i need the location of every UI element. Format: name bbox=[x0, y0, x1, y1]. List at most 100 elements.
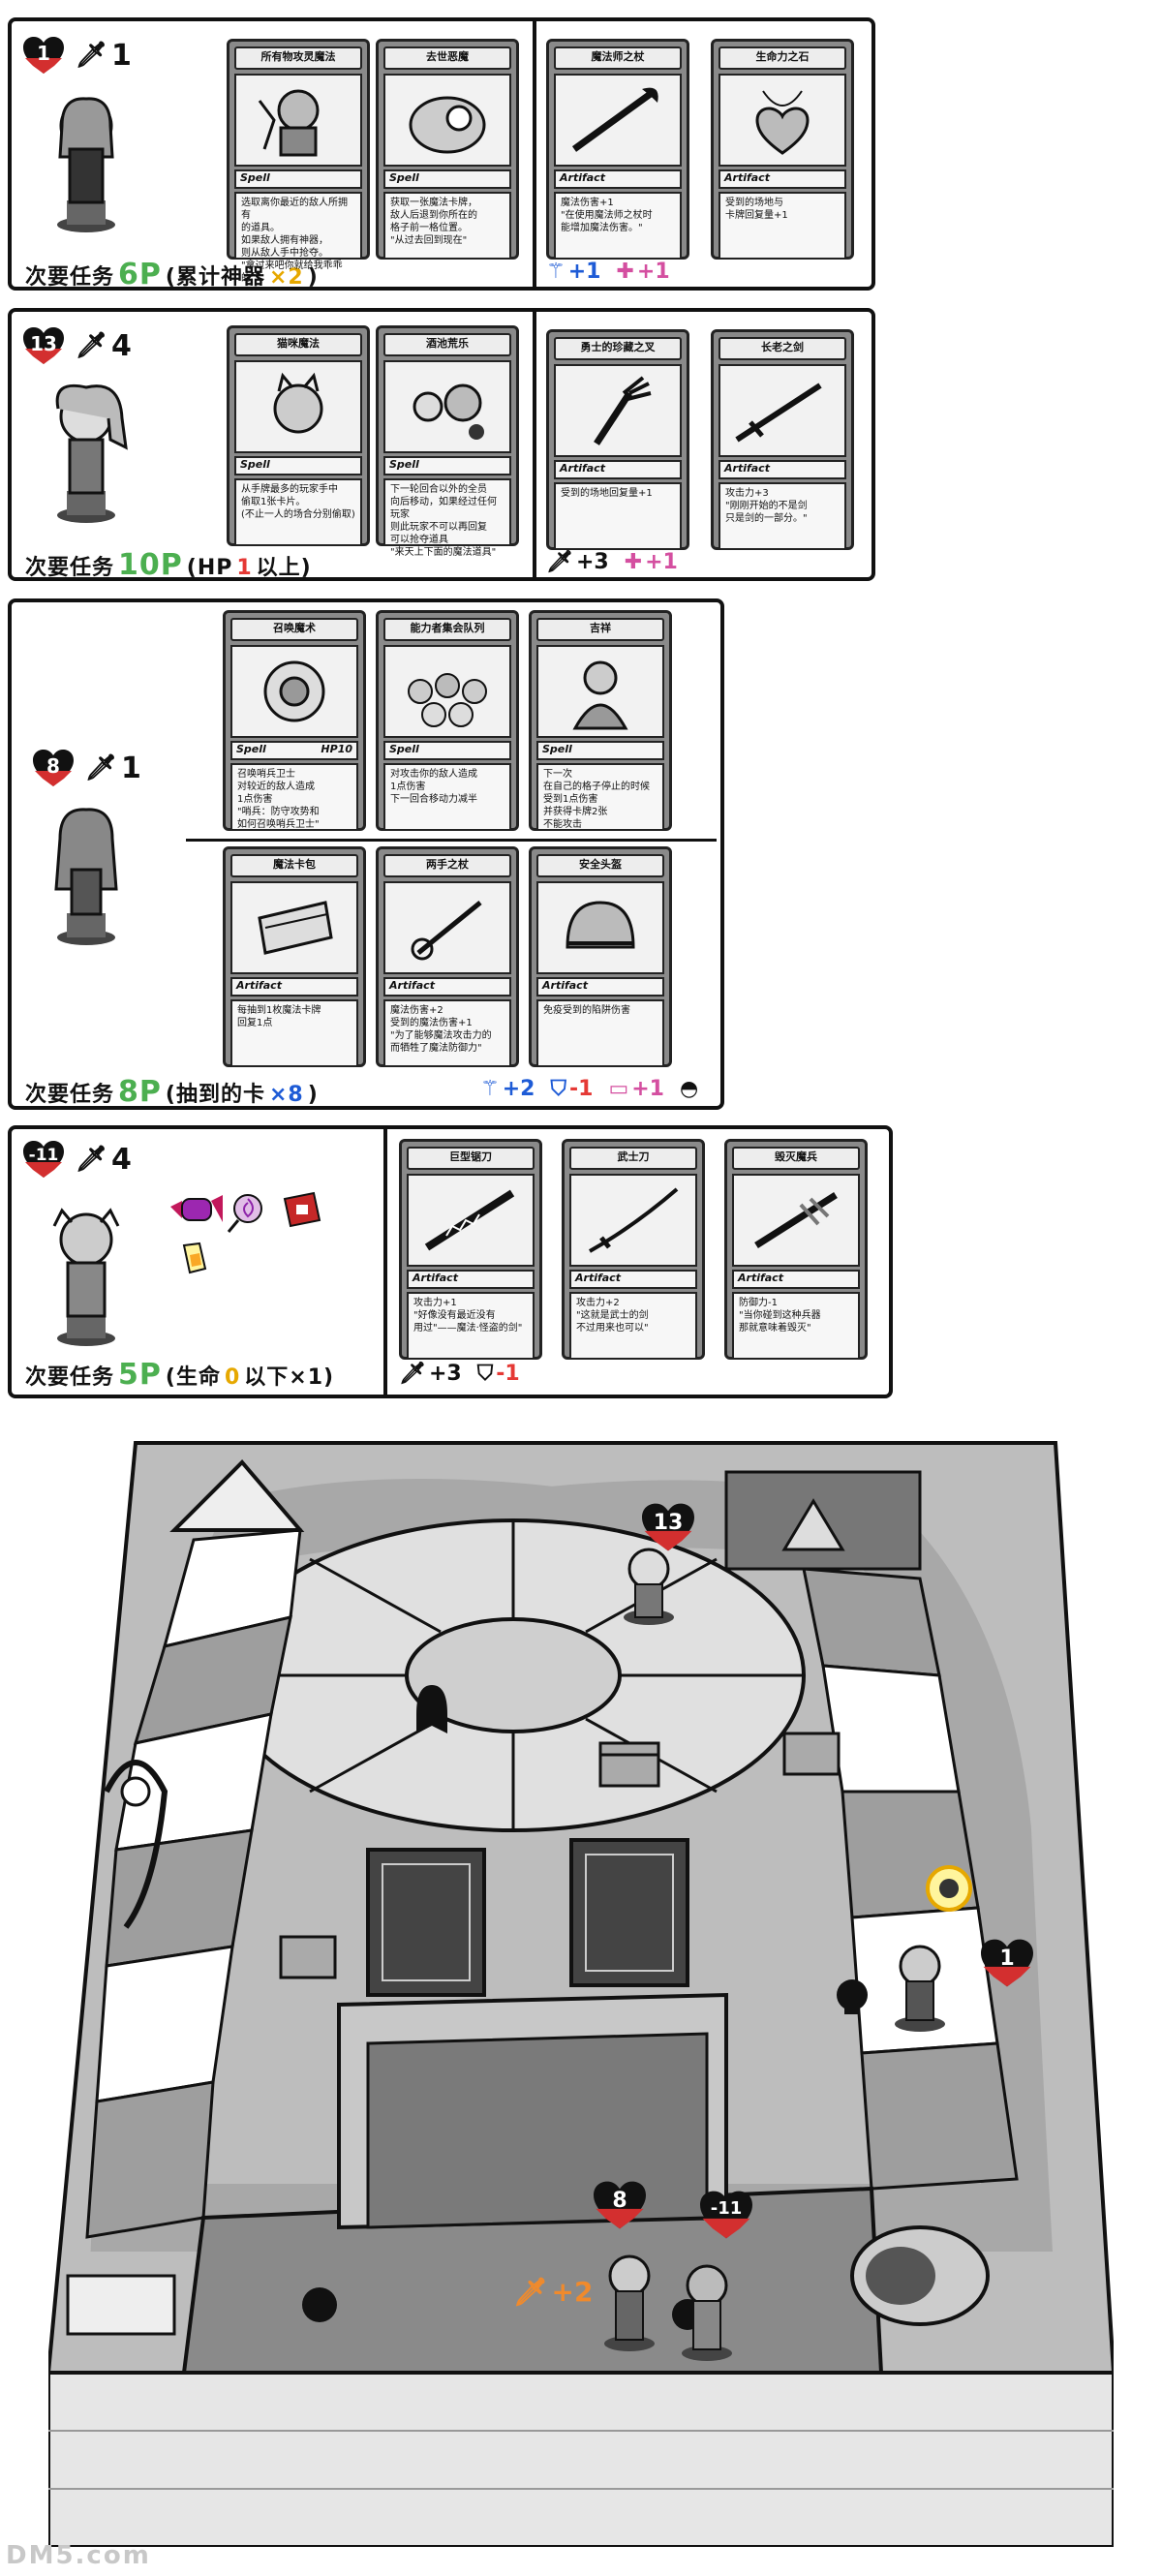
katana-icon bbox=[589, 1187, 679, 1253]
heart-icon: 8 bbox=[31, 748, 76, 788]
side-quest-condition: (抽到的卡 bbox=[165, 1083, 265, 1107]
card-text: 受到的场地回复量+1 bbox=[554, 482, 682, 550]
side-quest-multiplier: 0 bbox=[224, 1365, 241, 1390]
card-art bbox=[536, 881, 664, 974]
heart-icon: 13 bbox=[639, 1501, 697, 1553]
card-title: 酒池荒乐 bbox=[383, 333, 511, 356]
heart-icon: -11 bbox=[697, 2189, 755, 2241]
card-type: Spell bbox=[536, 741, 664, 760]
card-text: 下一轮回合以外的全员 向后移动，如果经过任何玩家 则此玩家不可以再回复 可以抢夺… bbox=[383, 478, 511, 558]
card-title: 能力者集会队列 bbox=[383, 618, 511, 641]
marker-hp: 8 bbox=[612, 2189, 627, 2213]
artifact-card: 安全头盔 Artifact 免疫受到的陷阱伤害 bbox=[529, 846, 672, 1067]
sword-icon: 🗡 bbox=[513, 2276, 548, 2308]
bonus-item: ⚚+1 bbox=[546, 260, 600, 284]
board-marker: -11 bbox=[697, 2189, 755, 2241]
stats-row: 13 🗡4 bbox=[21, 325, 132, 366]
artifact-card: 长老之剑 Artifact 攻击力+3 "刚刚开始的不是剑 只是剑的一部分。" bbox=[711, 329, 854, 550]
stats-row: 1 🗡1 bbox=[21, 35, 132, 76]
bonus-item: ✚+1 bbox=[625, 550, 678, 574]
equipment-bonus: 🗡+3 ✚+1 bbox=[546, 550, 678, 574]
bonus-value: +1 bbox=[636, 260, 670, 284]
card-art bbox=[536, 645, 664, 738]
side-quest-points: 8P bbox=[118, 1075, 162, 1109]
side-quest-label: 次要任务 bbox=[25, 1083, 115, 1107]
spell-card: 所有物攻灵魔法 Spell 选取离你最近的敌人所拥有 的道具。 如果敌人拥有神器… bbox=[227, 39, 370, 284]
panel-divider bbox=[533, 312, 536, 577]
card-deck-icon bbox=[569, 1838, 689, 1987]
heal-icon: ✚ bbox=[624, 550, 643, 574]
card-text: 魔法伤害+1 "在使用魔法师之杖时 能增加魔法伤害。" bbox=[554, 192, 682, 260]
sword-icon: 🗡 bbox=[76, 331, 108, 360]
marker-hp: 1 bbox=[999, 1947, 1015, 1971]
bonus-item: ▭+1 bbox=[608, 1077, 664, 1101]
card-text: 从手牌最多的玩家手中 偷取1张卡片。 (不止一人的场合分别偷取) bbox=[234, 478, 362, 546]
card-type: Spell bbox=[383, 741, 511, 760]
side-quest-condition: (累计神器 bbox=[165, 265, 265, 290]
card-type: Artifact bbox=[536, 977, 664, 997]
side-quest-close: ) bbox=[307, 265, 319, 290]
panel-divider bbox=[186, 839, 717, 842]
magic-icon: ⚚ bbox=[480, 1077, 500, 1101]
bonus-item: ◓ bbox=[680, 1077, 701, 1101]
marker-hp: -11 bbox=[710, 2198, 743, 2219]
treasure-chest-icon bbox=[598, 1741, 660, 1788]
card-type: Spell bbox=[383, 456, 511, 475]
side-quest-condition: (生命 bbox=[165, 1365, 221, 1390]
fork-icon bbox=[594, 376, 652, 445]
card-title: 毁灭魔兵 bbox=[732, 1147, 860, 1170]
bonus-value: +3 bbox=[575, 550, 609, 574]
hp-value: 13 bbox=[30, 332, 57, 355]
card-icon: ▭ bbox=[608, 1077, 629, 1101]
card-type: Artifact bbox=[383, 977, 511, 997]
card-art bbox=[230, 881, 358, 974]
bonus-item: ⛉-1 bbox=[477, 1362, 520, 1386]
staff-icon bbox=[571, 87, 658, 152]
bonus-value: +1 bbox=[567, 260, 601, 284]
artifact-card: 毁灭魔兵 Artifact 防御力-1 "当你碰到这种兵器 那就意味着毁灭" bbox=[724, 1139, 868, 1360]
card-type: Artifact bbox=[554, 460, 682, 479]
bonus-item: 🗡+3 bbox=[546, 550, 609, 574]
spell-card: 酒池荒乐 Spell 下一轮回合以外的全员 向后移动，如果经过任何玩家 则此玩家… bbox=[376, 325, 519, 558]
heart-icon: 13 bbox=[21, 325, 66, 366]
side-quest-label: 次要任务 bbox=[25, 556, 115, 580]
attack-stat: 🗡4 bbox=[76, 329, 132, 363]
sword-icon: 🗡 bbox=[76, 1145, 108, 1174]
card-title: 所有物攻灵魔法 bbox=[234, 46, 362, 70]
card-type: Artifact bbox=[719, 460, 846, 479]
cat-illustration-icon bbox=[273, 372, 323, 434]
card-title: 魔法卡包 bbox=[230, 854, 358, 877]
card-text: 防御力-1 "当你碰到这种兵器 那就意味着毁灭" bbox=[732, 1292, 860, 1360]
card-art bbox=[554, 74, 682, 167]
side-quest: 次要任务 8P (抽到的卡×8) bbox=[25, 1075, 319, 1109]
candy-icon bbox=[170, 1195, 223, 1222]
cursed-weapon-icon bbox=[754, 1192, 838, 1248]
board-figure bbox=[682, 2264, 732, 2361]
sword-icon: 🗡 bbox=[76, 41, 108, 70]
card-art bbox=[383, 881, 511, 974]
card-title: 两手之杖 bbox=[383, 854, 511, 877]
portal-illustration-icon bbox=[409, 96, 486, 154]
spell-card: 能力者集会队列 Spell 对攻击你的敌人造成 1点伤害 下一回合移动力减半 bbox=[376, 610, 519, 831]
card-art bbox=[569, 1174, 697, 1267]
character-figure bbox=[52, 1208, 120, 1346]
scroll-icon bbox=[66, 2274, 176, 2336]
card-text: 选取离你最近的敌人所拥有 的道具。 如果敌人拥有神器， 则从敌人手中抢夺。 "拿… bbox=[234, 192, 362, 284]
equipment-bonus: 🗡+3 ⛉-1 bbox=[399, 1362, 520, 1386]
card-title: 吉祥 bbox=[536, 618, 664, 641]
bomb-icon bbox=[302, 2287, 337, 2322]
side-quest-label: 次要任务 bbox=[25, 1365, 115, 1390]
bonus-value: +2 bbox=[502, 1077, 535, 1101]
giant-illustration-icon bbox=[572, 660, 628, 730]
panel-divider bbox=[383, 1129, 387, 1395]
card-title: 长老之剑 bbox=[719, 337, 846, 360]
magic-icon: ⚚ bbox=[546, 260, 566, 284]
card-pack-icon bbox=[258, 901, 333, 955]
ice-pop-icon bbox=[182, 1242, 207, 1274]
hp-value: -11 bbox=[28, 1146, 59, 1165]
card-text: 免疫受到的陷阱伤害 bbox=[536, 999, 664, 1067]
bonus-item: ⚚+2 bbox=[480, 1077, 535, 1101]
